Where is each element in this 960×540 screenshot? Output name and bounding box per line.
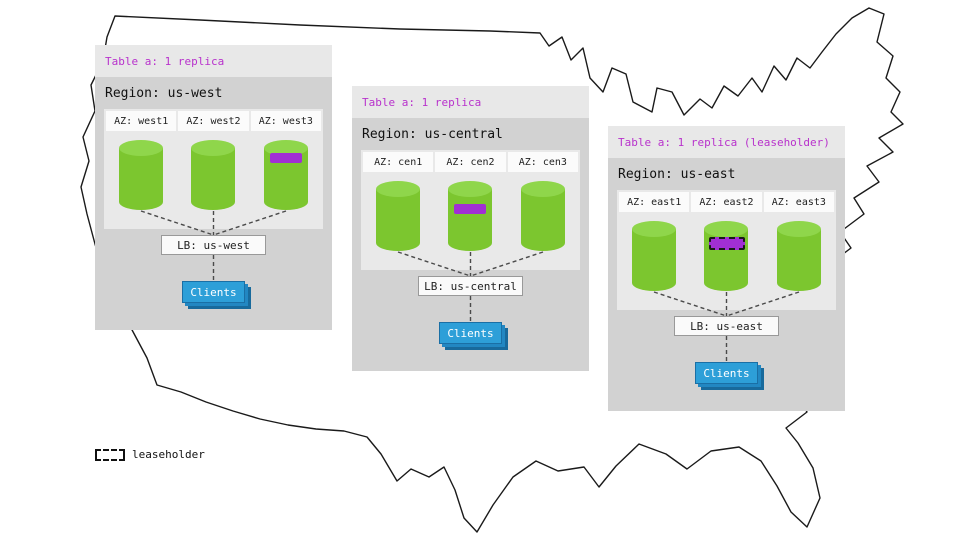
table-replica-header: Table a: 1 replica (leaseholder) — [608, 126, 845, 158]
replica-bar — [454, 204, 487, 214]
az-label: AZ: cen1 — [363, 152, 434, 172]
database-cylinder — [375, 180, 421, 252]
database-cylinder-icon — [448, 181, 493, 251]
region-panel-us-central: Table a: 1 replica Region: us-central AZ… — [352, 86, 589, 371]
replica-bar — [269, 153, 302, 163]
az-container: AZ: cen1 AZ: cen2 AZ: cen3 — [361, 150, 580, 270]
az-zone: AZ: cen2 — [435, 152, 506, 268]
table-label: Table a: 1 replica — [362, 95, 482, 109]
clients-box: Clients — [695, 362, 758, 384]
az-label: AZ: east2 — [691, 192, 762, 212]
az-label: AZ: cen2 — [435, 152, 506, 172]
database-cylinder — [447, 180, 493, 252]
az-zone: AZ: cen1 — [363, 152, 434, 268]
database-cylinder — [118, 139, 164, 211]
az-zone: AZ: cen3 — [507, 152, 578, 268]
database-cylinder-icon — [776, 221, 821, 291]
database-cylinder-icon — [632, 221, 677, 291]
database-cylinder — [263, 139, 309, 211]
region-label: Region: us-east — [618, 167, 736, 182]
az-zone: AZ: east3 — [763, 192, 834, 308]
table-replica-header: Table a: 1 replica — [352, 86, 589, 118]
legend-label: leaseholder — [132, 448, 205, 461]
az-zone: AZ: west3 — [250, 111, 321, 227]
database-cylinder-icon — [704, 221, 749, 291]
az-zone: AZ: west1 — [106, 111, 177, 227]
az-label: AZ: cen3 — [507, 152, 578, 172]
az-label: AZ: east1 — [619, 192, 690, 212]
load-balancer-box: LB: us-central — [418, 276, 523, 296]
az-label: AZ: west1 — [106, 111, 177, 131]
az-zone: AZ: east2 — [691, 192, 762, 308]
az-container: AZ: east1 AZ: east2 AZ: east3 — [617, 190, 836, 310]
database-cylinder-icon — [376, 181, 421, 251]
database-cylinder-icon — [119, 140, 164, 210]
database-cylinder — [631, 220, 677, 292]
region-panel-us-east: Table a: 1 replica (leaseholder) Region:… — [608, 126, 845, 411]
region-label: Region: us-west — [105, 86, 223, 101]
table-replica-header: Table a: 1 replica — [95, 45, 332, 77]
database-cylinder-icon — [191, 140, 236, 210]
leaseholder-legend-icon — [95, 448, 125, 461]
legend: leaseholder — [95, 448, 205, 461]
az-zone: AZ: east1 — [619, 192, 690, 308]
clients-box: Clients — [439, 322, 502, 344]
az-container: AZ: west1 AZ: west2 AZ: west3 — [104, 109, 323, 229]
az-label: AZ: east3 — [763, 192, 834, 212]
load-balancer-box: LB: us-east — [674, 316, 779, 336]
database-cylinder — [190, 139, 236, 211]
database-cylinder — [703, 220, 749, 292]
az-label: AZ: west3 — [250, 111, 321, 131]
leaseholder-replica-bar — [709, 237, 746, 250]
table-label: Table a: 1 replica (leaseholder) — [618, 135, 830, 149]
az-zone: AZ: west2 — [178, 111, 249, 227]
az-label: AZ: west2 — [178, 111, 249, 131]
region-panel-us-west: Table a: 1 replica Region: us-west AZ: w… — [95, 45, 332, 330]
load-balancer-box: LB: us-west — [161, 235, 266, 255]
database-cylinder-icon — [263, 140, 308, 210]
table-label: Table a: 1 replica — [105, 54, 225, 68]
database-cylinder — [520, 180, 566, 252]
clients-box: Clients — [182, 281, 245, 303]
database-cylinder-icon — [520, 181, 565, 251]
database-cylinder — [776, 220, 822, 292]
region-label: Region: us-central — [362, 127, 503, 142]
